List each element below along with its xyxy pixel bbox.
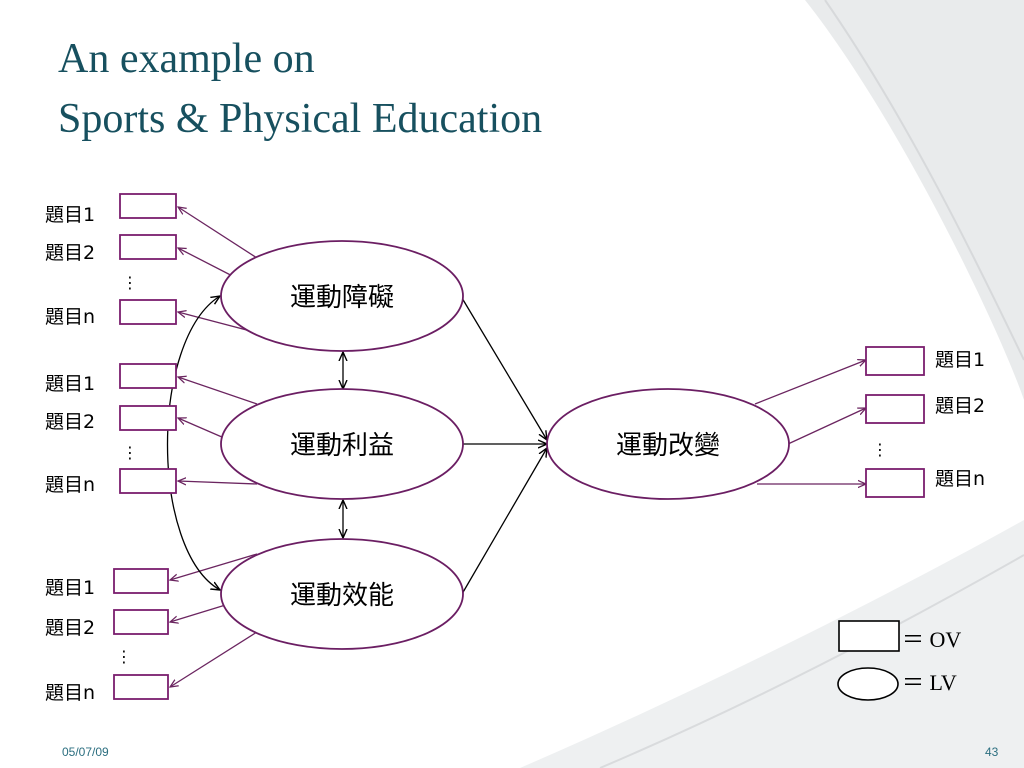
item-label-efficacy-1: 題目1 <box>45 577 95 599</box>
arrow-efficacy-itemn <box>170 631 258 687</box>
item-label-benefit-1: 題目1 <box>45 373 95 395</box>
background-swoosh-bottom <box>520 520 1024 768</box>
item-label-barrier-1: 題目1 <box>45 204 95 226</box>
ellipsis-efficacy: ⋮ <box>116 647 132 666</box>
slide-title-line-1: An example on <box>58 36 315 82</box>
slide-number: 43 <box>985 745 999 759</box>
item-label-efficacy-2: 題目2 <box>45 617 95 639</box>
latent-node-barrier <box>220 240 464 352</box>
item-label-barrier-2: 題目2 <box>45 242 95 264</box>
observed-box-barrier-item1 <box>119 193 177 219</box>
ellipsis-change: ⋮ <box>872 440 888 459</box>
legend-label-ov: ＝ OV <box>902 627 961 652</box>
observed-box-efficacy-item1 <box>113 568 169 594</box>
item-label-change-2: 題目2 <box>935 395 985 417</box>
latent-node-efficacy <box>220 538 464 650</box>
observed-box-efficacy-itemn <box>113 674 169 700</box>
item-label-benefit-n: 題目n <box>45 474 95 496</box>
background-curve-top <box>824 0 1024 361</box>
observed-box-barrier-itemn <box>119 299 177 325</box>
observed-box-benefit-itemn <box>119 468 177 494</box>
slide-title-line-2: Sports & Physical Education <box>58 96 543 142</box>
latent-label-change: 運動改變 <box>616 431 720 461</box>
ellipsis-barrier: ⋮ <box>122 273 138 292</box>
arrow-benefit-itemn <box>178 481 258 484</box>
observed-box-efficacy-item2 <box>113 609 169 635</box>
arrow-change-item2 <box>787 408 866 445</box>
observed-box-benefit-item1 <box>119 363 177 389</box>
item-label-efficacy-n: 題目n <box>45 682 95 704</box>
arrow-change-item1 <box>754 360 866 405</box>
path-efficacy-to-change <box>461 448 547 595</box>
covariance-barrier-efficacy <box>166 296 221 590</box>
arrow-benefit-item1 <box>178 377 258 405</box>
latent-label-benefit: 運動利益 <box>290 431 394 461</box>
legend-label-lv: ＝ LV <box>902 670 957 695</box>
background-curve-bottom <box>599 554 1024 768</box>
legend-box-symbol <box>838 620 900 652</box>
observed-box-barrier-item2 <box>119 234 177 260</box>
arrow-barrier-item1 <box>178 207 258 259</box>
ellipsis-benefit: ⋮ <box>122 443 138 462</box>
background-swoosh-top <box>805 0 1024 400</box>
observed-box-change-item2 <box>865 394 925 424</box>
item-label-change-n: 題目n <box>935 468 985 490</box>
latent-node-benefit <box>220 388 464 500</box>
latent-node-change <box>546 388 790 500</box>
path-barrier-to-change <box>461 297 547 440</box>
item-label-change-1: 題目1 <box>935 349 985 371</box>
observed-box-change-itemn <box>865 468 925 498</box>
arrow-efficacy-item2 <box>170 602 233 622</box>
item-label-benefit-2: 題目2 <box>45 411 95 433</box>
footer-date: 05/07/09 <box>62 745 109 759</box>
latent-label-barrier: 運動障礙 <box>290 283 394 313</box>
observed-box-change-item1 <box>865 346 925 376</box>
item-label-barrier-n: 題目n <box>45 306 95 328</box>
observed-box-benefit-item2 <box>119 405 177 431</box>
legend-ellipse-symbol <box>837 667 899 701</box>
latent-label-efficacy: 運動效能 <box>290 581 394 611</box>
